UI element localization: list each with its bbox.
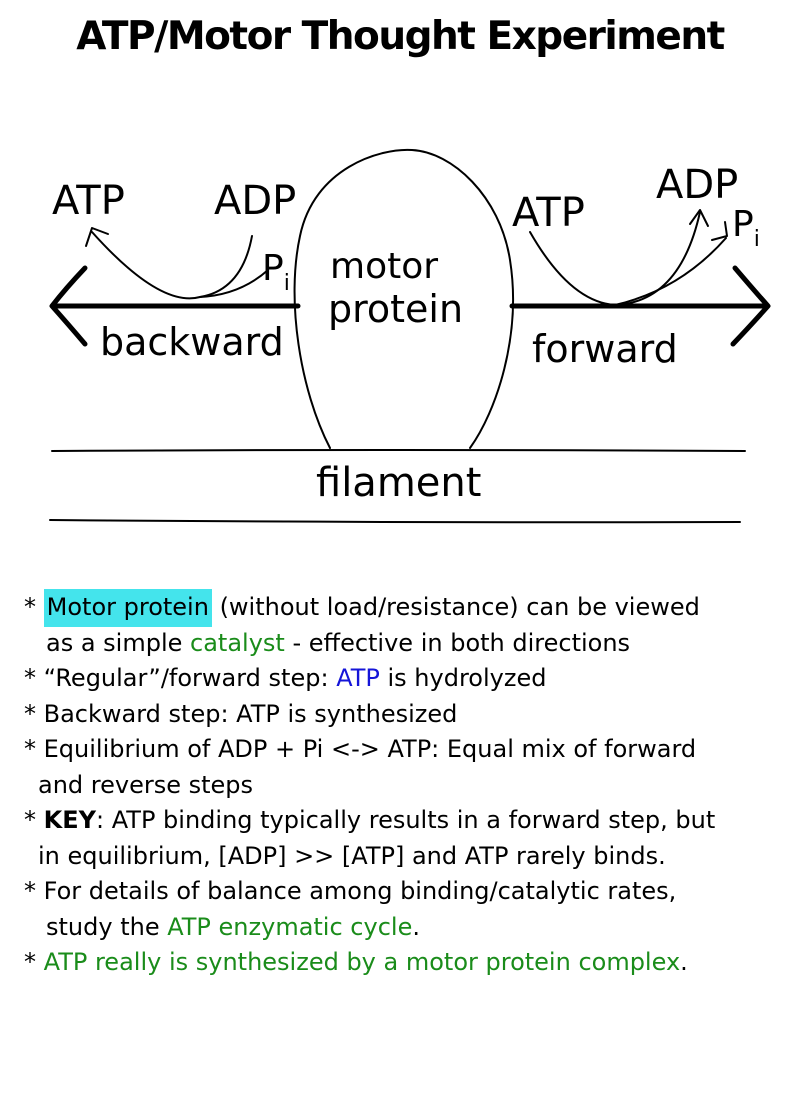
right-atp-label: ATP — [512, 190, 585, 236]
motor-label: motor — [330, 246, 438, 287]
bullet-motor-protein: * Motor protein (without load/resistance… — [24, 589, 794, 627]
bullet-synthesized: * ATP really is synthesized by a motor p… — [24, 948, 688, 976]
left-pi-label: Pi — [262, 248, 290, 296]
filament-top-line — [51, 449, 746, 452]
bullet-motor-protein-cont: as a simple catalyst - effective in both… — [46, 628, 631, 657]
bullet-equilibrium-cont: and reverse steps — [38, 770, 254, 799]
bullet-details: * For details of balance among binding/c… — [24, 877, 677, 905]
bullet-key-cont: in equilibrium, [ADP] >> [ATP] and ATP r… — [38, 841, 666, 870]
bullet-backward-step: * Backward step: ATP is synthesized — [24, 699, 458, 728]
catalyst-term: catalyst — [190, 628, 285, 657]
synthesized-term: ATP really is synthesized by a motor pro… — [43, 948, 681, 976]
left-pi-curve — [199, 269, 269, 298]
bullet-details-cont: study the ATP enzymatic cycle. — [46, 912, 420, 941]
motor-protein-highlight: Motor protein — [43, 589, 212, 627]
right-pi-arrowhead — [711, 221, 728, 241]
filament-label: filament — [316, 460, 481, 506]
bullet-equilibrium: * Equilibrium of ADP + Pi <-> ATP: Equal… — [24, 735, 697, 763]
left-reaction-curve — [91, 231, 253, 300]
motor-protein-body — [293, 148, 514, 449]
forward-arrowhead — [730, 265, 771, 347]
page-title: ATP/Motor Thought Experiment — [76, 14, 725, 59]
right-adp-label: ADP — [656, 162, 738, 208]
explanation-list: * Motor protein (without load/resistance… — [24, 589, 794, 981]
filament-bottom-line — [49, 519, 741, 524]
bullet-forward-step: * “Regular”/forward step: ATP is hydroly… — [24, 664, 547, 692]
motor-protein-diagram: ATP ADP Pi backward motor protein ATP AD… — [49, 148, 771, 524]
backward-label: backward — [100, 320, 284, 364]
right-pi-label: Pi — [732, 204, 760, 252]
atp-term: ATP — [336, 664, 380, 692]
protein-label: protein — [328, 287, 463, 331]
right-adp-arrowhead — [689, 209, 709, 227]
key-term: KEY — [43, 806, 97, 834]
bullet-key: * KEY: ATP binding typically results in … — [24, 806, 716, 834]
left-adp-label: ADP — [214, 178, 296, 224]
left-atp-arrowhead — [85, 227, 109, 247]
forward-label: forward — [532, 327, 678, 371]
left-atp-label: ATP — [52, 178, 125, 224]
right-pi-curve — [614, 237, 727, 306]
backward-arrowhead — [49, 265, 88, 347]
enzymatic-cycle-term: ATP enzymatic cycle — [167, 912, 413, 941]
